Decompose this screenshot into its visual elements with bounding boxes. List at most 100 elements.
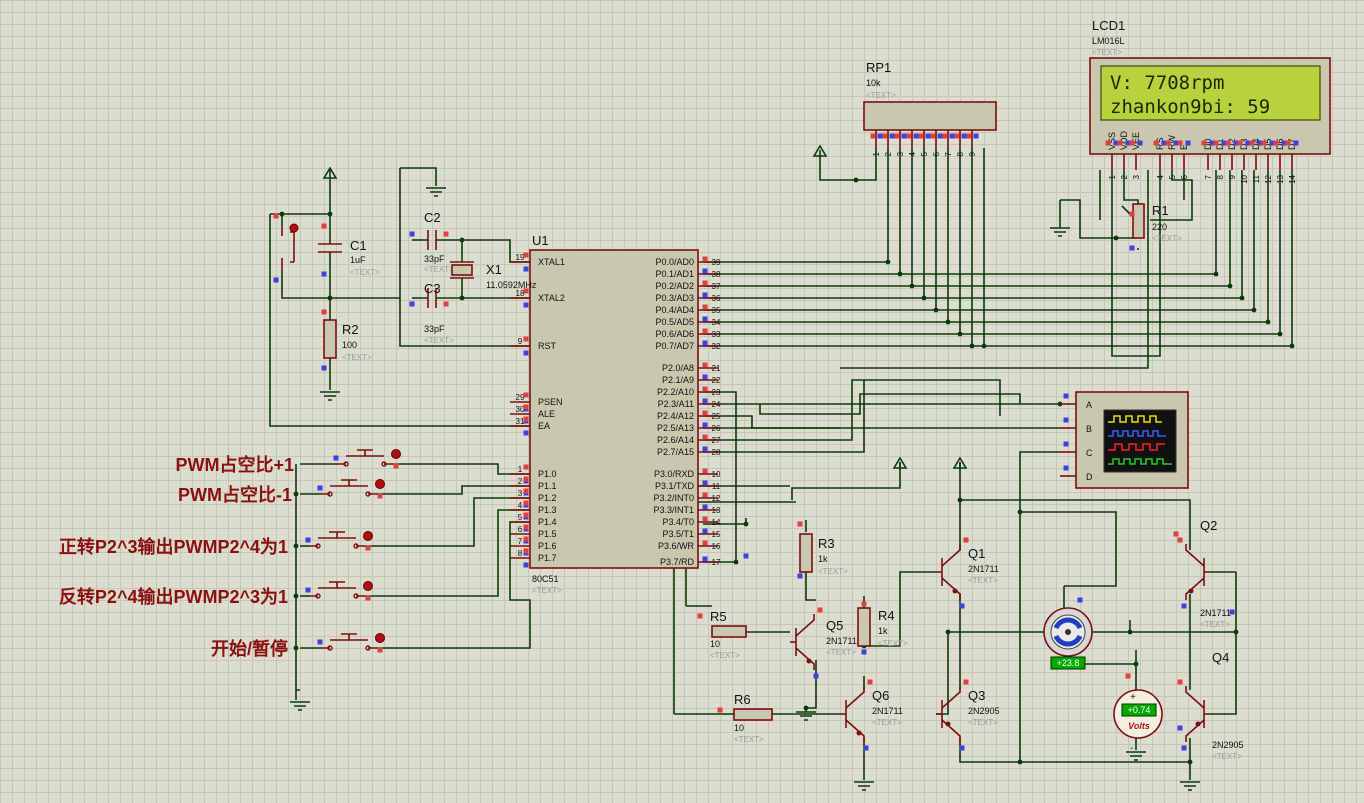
button-contact bbox=[322, 633, 376, 649]
push-button-3[interactable]: 正转P2^3输出PWMP2^4为1 bbox=[59, 531, 373, 558]
voltmeter-minus: - bbox=[1130, 743, 1133, 754]
push-button-5[interactable]: 开始/暂停 bbox=[211, 633, 385, 660]
lcd-pin-number: 13 bbox=[1276, 174, 1285, 183]
c2-value: 33pF bbox=[424, 254, 445, 264]
q6-ref: Q6 bbox=[872, 688, 889, 703]
transistor-collector bbox=[941, 686, 961, 709]
resistor-r1[interactable]: R1 220 <TEXT> bbox=[1121, 203, 1182, 243]
dc-motor[interactable]: +23.8 bbox=[1040, 586, 1096, 670]
rp1-ref: RP1 bbox=[866, 60, 891, 75]
transistor-pin-marker bbox=[959, 603, 965, 609]
r6-body bbox=[733, 708, 773, 721]
u1-left-pin-number: 19 bbox=[516, 253, 525, 262]
lcd-display[interactable]: LCD1 LM016L <TEXT> V: 7708rpm zhankon9bi… bbox=[1089, 18, 1331, 184]
u1-left-pin-name: P1.3 bbox=[538, 505, 557, 515]
u1-pin-marker bbox=[523, 548, 529, 554]
q6-model: 2N1711 bbox=[872, 706, 903, 716]
lcd-pin-marker bbox=[1113, 140, 1119, 146]
u1-right-pin-name: P3.6/WR bbox=[658, 541, 695, 551]
u1-pin-marker bbox=[523, 562, 529, 568]
u1-pin-marker bbox=[702, 480, 708, 486]
transistor-collector bbox=[941, 544, 961, 567]
lcd-pin-label: RW bbox=[1167, 135, 1177, 150]
crystal-x1[interactable]: X1 11.0592MHz bbox=[450, 261, 537, 290]
capacitor-c2[interactable]: C2 33pF <TEXT> bbox=[420, 210, 454, 274]
transistor-collector bbox=[845, 686, 865, 709]
lcd-pin-number: 7 bbox=[1204, 174, 1213, 179]
resistor-r4[interactable]: R4 1k <TEXT> bbox=[857, 607, 908, 648]
mcu-u1[interactable]: U1 80C51 <TEXT> XTAL119XTAL218RST9PSEN29… bbox=[510, 233, 721, 595]
u1-right-pin-name: P2.1/A9 bbox=[662, 375, 694, 385]
u1-pin-marker bbox=[702, 328, 708, 334]
u1-right-pin-name: P0.5/AD5 bbox=[655, 317, 694, 327]
u1-left-pin-number: 9 bbox=[518, 337, 523, 346]
u1-right-pin-number: 28 bbox=[712, 448, 721, 457]
voltmeter-readout: +0.74 bbox=[1128, 705, 1151, 715]
transistor-collector bbox=[795, 614, 815, 637]
capacitor-c3[interactable]: C3 33pF <TEXT> bbox=[420, 281, 454, 345]
button-indicator bbox=[363, 581, 373, 591]
transistor-pin-marker bbox=[817, 607, 823, 613]
capacitor-c1[interactable]: C1 1uF <TEXT> bbox=[318, 232, 380, 277]
u1-pin-marker bbox=[702, 422, 708, 428]
transistor-emitter bbox=[941, 577, 961, 600]
u1-right-pin-number: 39 bbox=[712, 258, 721, 267]
u1-pin-marker bbox=[523, 266, 529, 272]
r1-ref: R1 bbox=[1152, 203, 1169, 218]
scope-pin-marker bbox=[1063, 417, 1069, 423]
pin-marker bbox=[443, 231, 449, 237]
lcd-pin-number: 9 bbox=[1228, 174, 1237, 179]
voltmeter-plus: + bbox=[1130, 692, 1136, 703]
u1-right-pin-name: P3.2/INT0 bbox=[653, 493, 694, 503]
u1-pin-marker bbox=[702, 280, 708, 286]
button-label: 反转P2^4输出PWMP2^3为1 bbox=[59, 586, 288, 607]
lcd-model: LM016L bbox=[1092, 36, 1125, 46]
rp1-pin-marker bbox=[894, 133, 900, 139]
junction-dots bbox=[279, 177, 1295, 765]
lcd-pin-label: D0 bbox=[1203, 138, 1213, 150]
c2-text: <TEXT> bbox=[424, 265, 454, 274]
button-contact bbox=[310, 581, 364, 597]
push-button-1[interactable]: PWM占空比+1 bbox=[175, 449, 401, 476]
u1-right-pin-number: 15 bbox=[712, 530, 721, 539]
transistor-pin-marker bbox=[1181, 745, 1187, 751]
voltmeter[interactable]: +0.74 Volts + - bbox=[1113, 689, 1163, 754]
c1-ref: C1 bbox=[350, 238, 367, 253]
u1-left-pin-number: 5 bbox=[518, 513, 523, 522]
resistor-r2[interactable]: R2 100 <TEXT> bbox=[323, 319, 372, 362]
resistor-r6[interactable]: R6 10 <TEXT> bbox=[722, 692, 773, 744]
transistor-arrow bbox=[945, 721, 951, 727]
lcd-pin-label: E bbox=[1179, 144, 1189, 150]
rp1-pin-number: 5 bbox=[920, 151, 929, 156]
u1-pin-marker bbox=[702, 540, 708, 546]
u1-right-pin-number: 35 bbox=[712, 306, 721, 315]
resistor-r3[interactable]: R3 1k <TEXT> bbox=[799, 533, 848, 576]
button-terminal bbox=[353, 593, 359, 599]
reset-button[interactable] bbox=[281, 223, 299, 270]
u1-left-pins: XTAL119XTAL218RST9PSEN29ALE30EA31P1.01P1… bbox=[510, 252, 565, 568]
rp1-pin-number: 6 bbox=[932, 151, 941, 156]
resistor-r5[interactable]: R5 10 <TEXT> bbox=[710, 609, 747, 660]
transistor-emitter bbox=[845, 719, 865, 742]
transistor-arrow bbox=[806, 658, 812, 664]
u1-right-pin-name: P3.0/RXD bbox=[654, 469, 695, 479]
push-button-4[interactable]: 反转P2^4输出PWMP2^3为1 bbox=[59, 581, 373, 608]
push-button-2[interactable]: PWM占空比-1 bbox=[178, 479, 385, 506]
rp1-value: 10k bbox=[866, 78, 881, 88]
pin-marker bbox=[1173, 531, 1179, 537]
c1-value: 1uF bbox=[350, 255, 366, 265]
u1-right-pin-name: P3.7/RD bbox=[660, 557, 695, 567]
pin-marker bbox=[273, 213, 279, 219]
